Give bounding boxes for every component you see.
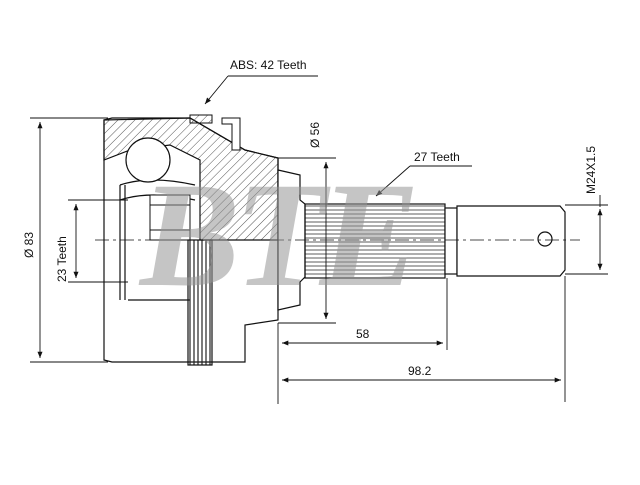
bearing-ball (125, 137, 171, 183)
abs-tab (189, 114, 213, 124)
threaded-end (456, 205, 566, 277)
label-thread: M24X1.5 (584, 145, 598, 194)
watermark-logo: BTE (140, 152, 420, 318)
cotter-hole (537, 231, 553, 247)
dim-diameter-56 (278, 157, 336, 324)
label-diameter-56: Ø 56 (308, 121, 322, 148)
dim-length-58 (277, 278, 448, 404)
spline-shoulder (444, 207, 458, 275)
label-spline-teeth: 27 Teeth (414, 150, 460, 164)
label-length-98: 98.2 (408, 364, 432, 378)
dim-inner-teeth (68, 199, 128, 283)
label-inner-teeth: 23 Teeth (55, 236, 69, 282)
dim-thread (565, 195, 608, 275)
leader-spline (375, 165, 472, 197)
boot-clip (221, 117, 241, 151)
dim-diameter-83 (30, 117, 108, 363)
label-diameter-83: Ø 83 (22, 231, 36, 258)
label-abs-teeth: ABS: 42 Teeth (230, 58, 307, 72)
label-length-58: 58 (356, 327, 370, 341)
abs-ring (187, 239, 213, 366)
dim-length-98 (282, 276, 566, 402)
leader-abs (204, 75, 318, 105)
